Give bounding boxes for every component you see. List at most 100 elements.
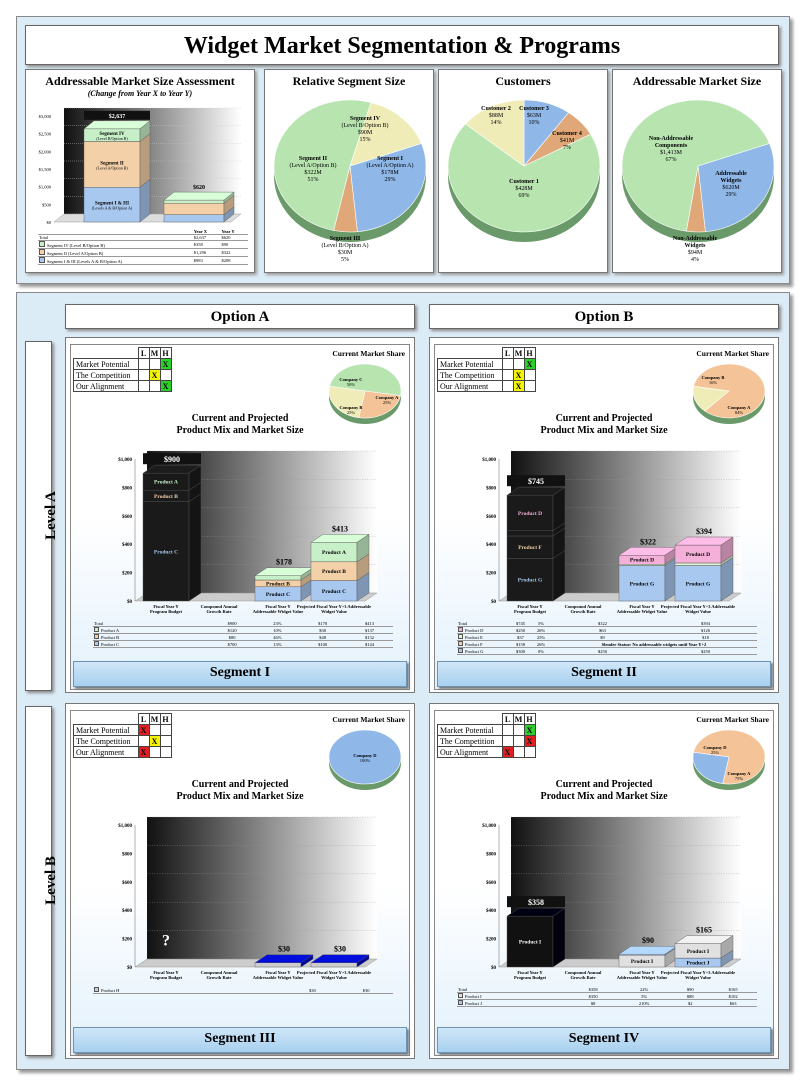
y-tick-label: $800 — [486, 852, 497, 857]
table-cell: $126 — [653, 626, 757, 634]
unknown-mark: ? — [162, 933, 170, 950]
y-tick-label: $200 — [486, 572, 497, 577]
category-label: Fiscal Year Y — [265, 604, 291, 609]
pie-slice-company-d — [692, 751, 730, 784]
rating-cell: X — [148, 369, 161, 381]
table-cell: $90 — [220, 240, 248, 249]
pie-label: 29% — [726, 192, 737, 198]
chart-title-line: Current and Projected — [555, 413, 653, 424]
rating-header: M — [512, 713, 525, 725]
table-header — [38, 229, 193, 235]
rating-cell: X — [523, 735, 536, 747]
table-cell: Segment IV (Level B/Option B) — [38, 240, 193, 249]
category-label: Addressable Widget Value — [617, 609, 668, 614]
legend-swatch — [94, 627, 99, 632]
addressable-title: Addressable Market Size — [632, 74, 762, 88]
table-cell: Product C — [93, 640, 209, 648]
bar-label: Product D — [686, 552, 710, 558]
bar-segment — [142, 493, 202, 602]
y-tick-label: $0 — [491, 966, 497, 971]
chart-title-line: Current and Projected — [191, 413, 289, 424]
bar-segment-side — [720, 935, 734, 959]
category-label: Fiscal Year Y — [265, 970, 291, 975]
table-row: Product H$30$30 — [93, 987, 393, 994]
market-share-pie: Company C50%Company A25%Company B25% — [328, 363, 402, 424]
table-cell: $88 — [671, 992, 710, 1000]
table-cell: Slender Statue: No addressable widgets u… — [550, 640, 757, 648]
table-cell: $322 — [550, 621, 654, 627]
share-label: Company A — [728, 405, 752, 410]
relative-pie: Segment I(Level A/Option A)$178M29%Segme… — [273, 99, 427, 263]
legend-swatch — [458, 993, 463, 998]
pie-label: Segment III — [330, 236, 361, 242]
total-label: $2,637 — [109, 113, 126, 120]
table-cell: 0% — [531, 647, 551, 655]
pie-slice-segment-iv — [349, 102, 422, 167]
pie-label: 5% — [341, 257, 349, 263]
table-cell: $8 — [569, 999, 618, 1007]
customers-title: Customers — [495, 74, 551, 88]
bar-label: Product D — [630, 558, 654, 564]
pie-label: $620M — [722, 184, 740, 191]
pie-label: (Level A/Option B) — [290, 162, 337, 169]
series-sublabel: (Level A/Option B) — [96, 165, 128, 170]
table-row: Segment I & III (Levels A & B/Option A)$… — [38, 256, 248, 265]
table-cell: Product A — [93, 626, 209, 634]
y-tick-label: $600 — [122, 515, 133, 520]
rating-label: Our Alignment — [437, 746, 503, 758]
rating-label: Market Potential — [437, 358, 503, 370]
rating-label: The Competition — [437, 369, 503, 381]
total-label: $413 — [332, 524, 348, 533]
bar-label: Product G — [686, 581, 711, 587]
pie-slice-company-c — [329, 363, 402, 397]
pie-label: 29% — [385, 177, 396, 183]
level-a-label: Level A — [25, 341, 59, 691]
table-row: Segment IV (Level B/Option B)$358$90 — [38, 240, 248, 249]
y-tick-label: $600 — [486, 881, 497, 886]
rating-header: L — [501, 713, 514, 725]
bar-segment-front — [506, 530, 554, 537]
bar-segment-front — [506, 495, 554, 531]
bar-label: Product C — [154, 549, 178, 555]
table-cell: $30 — [339, 987, 393, 994]
total-label: $90 — [642, 936, 654, 945]
current-market-share-label: Current Market Share — [332, 349, 405, 358]
share-label: Company D — [353, 753, 377, 758]
rating-header: L — [137, 347, 150, 359]
pie-label: (Level A/Option A) — [367, 162, 414, 169]
rating-corner — [438, 348, 503, 359]
option-b-header: Option B — [429, 304, 779, 329]
rating-label: The Competition — [437, 735, 503, 747]
table-cell: Segment II (Level A/Option B) — [38, 248, 193, 257]
table-cell: 26% — [531, 640, 551, 648]
market-share-pie: Company A84%Company B16% — [692, 363, 766, 424]
rating-cell — [148, 724, 161, 736]
table-cell: $18 — [653, 633, 757, 641]
bar-segment-front — [506, 915, 554, 968]
bar-label: Product F — [518, 545, 542, 551]
bar-segment — [506, 907, 566, 968]
pie-label: Segment IV — [350, 116, 381, 122]
y-tick-label: $200 — [486, 938, 497, 943]
y-tick-label: $1,000 — [118, 458, 132, 463]
y-tick-label: $400 — [122, 909, 133, 914]
segment-name-bar: Segment III — [73, 1027, 407, 1053]
pie-label: Customer 2 — [481, 106, 511, 112]
y-tick-label: $1,000 — [39, 185, 52, 191]
series-sublabel: (Levels A & B/Option A) — [92, 206, 133, 211]
table-cell: $165 — [709, 987, 757, 993]
table-cell: Segment I & III (Levels A & B/Option A) — [38, 256, 193, 265]
assessment-bar-1-2-front — [163, 199, 225, 204]
bar-segment — [142, 464, 202, 491]
rating-cell — [512, 735, 525, 747]
total-tag — [84, 110, 150, 120]
